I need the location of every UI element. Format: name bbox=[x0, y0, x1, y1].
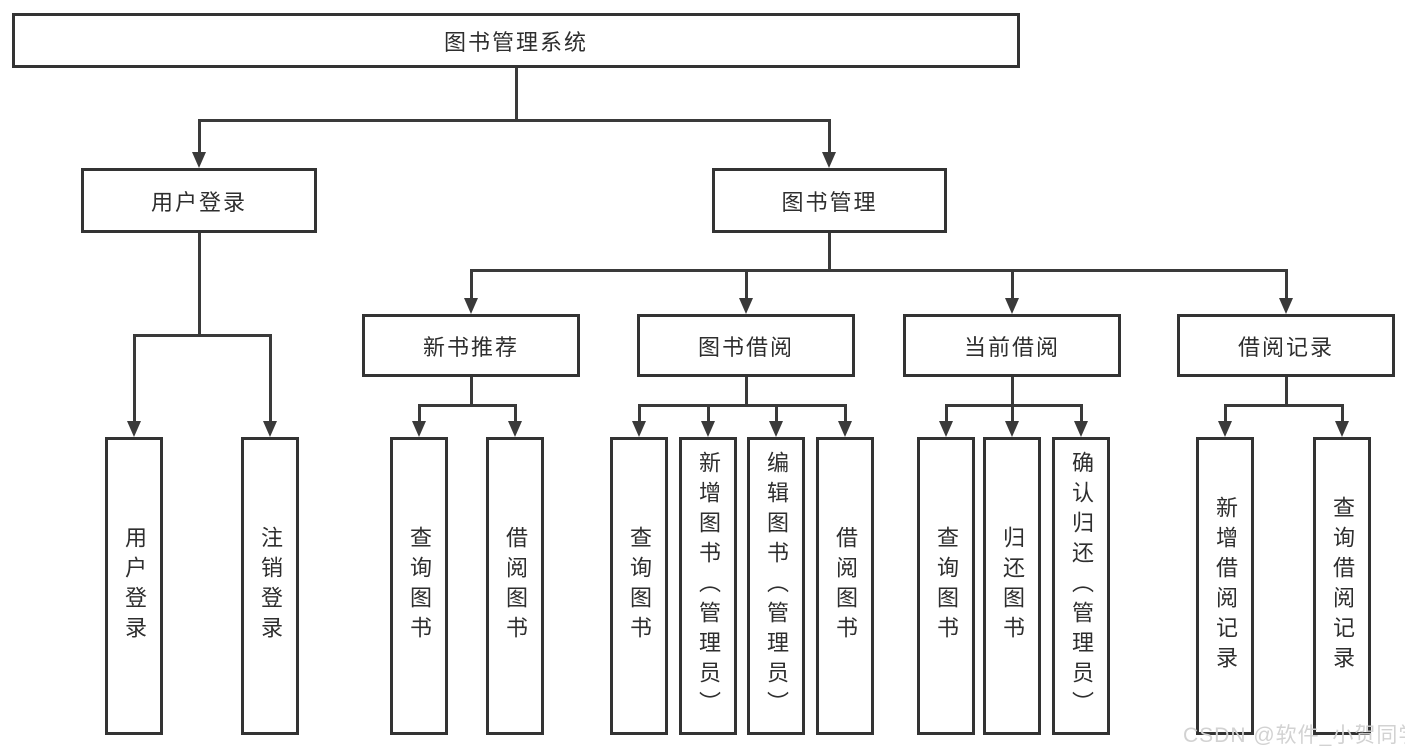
node-label: 编辑图书（管理员） bbox=[764, 451, 789, 721]
arrowhead-down-icon bbox=[192, 152, 206, 168]
node-label: 查询借阅记录 bbox=[1330, 496, 1355, 676]
arrowhead-down-icon bbox=[1005, 298, 1019, 314]
arrowhead-down-icon bbox=[1218, 421, 1232, 437]
connector-line bbox=[418, 404, 421, 424]
arrowhead-down-icon bbox=[838, 421, 852, 437]
connector-line bbox=[198, 119, 201, 155]
node-user-login: 用户登录 bbox=[81, 168, 317, 233]
connector-line bbox=[1285, 269, 1288, 300]
node-current-borrow: 当前借阅 bbox=[903, 314, 1121, 377]
connector-line bbox=[828, 119, 831, 155]
node-new-book-recommend: 新书推荐 bbox=[362, 314, 580, 377]
connector-line bbox=[1224, 404, 1227, 424]
connector-line bbox=[1341, 404, 1344, 424]
connector-line bbox=[515, 68, 518, 122]
arrowhead-down-icon bbox=[822, 152, 836, 168]
node-label: 确认归还（管理员） bbox=[1069, 451, 1094, 721]
connector-line bbox=[1011, 404, 1014, 424]
connector-line bbox=[269, 334, 272, 423]
leaf-return-books: 归还图书 bbox=[983, 437, 1041, 735]
node-library-management-system: 图书管理系统 bbox=[12, 13, 1020, 68]
arrowhead-down-icon bbox=[1074, 421, 1088, 437]
leaf-query-books: 查询图书 bbox=[610, 437, 668, 735]
leaf-add-borrow-record: 新增借阅记录 bbox=[1196, 437, 1254, 735]
connector-line bbox=[638, 404, 641, 424]
arrowhead-down-icon bbox=[508, 421, 522, 437]
arrowhead-down-icon bbox=[939, 421, 953, 437]
watermark: CSDN @软件_小贺同学 bbox=[1183, 724, 1405, 747]
node-borrow-records: 借阅记录 bbox=[1177, 314, 1395, 377]
node-label: 当前借阅 bbox=[963, 334, 1060, 360]
connector-line bbox=[133, 334, 136, 423]
connector-line bbox=[514, 404, 517, 424]
connector-line bbox=[1285, 377, 1288, 407]
node-label: 查询图书 bbox=[627, 526, 652, 646]
arrowhead-down-icon bbox=[769, 421, 783, 437]
node-label: 查询图书 bbox=[407, 526, 432, 646]
node-label: 借阅图书 bbox=[503, 526, 528, 646]
arrowhead-down-icon bbox=[263, 421, 277, 437]
node-label: 新增图书（管理员） bbox=[696, 451, 721, 721]
leaf-query-books: 查询图书 bbox=[390, 437, 448, 735]
connector-line bbox=[1080, 404, 1083, 424]
node-label: 归还图书 bbox=[1000, 526, 1025, 646]
connector-line bbox=[198, 119, 831, 122]
arrowhead-down-icon bbox=[739, 298, 753, 314]
connector-line bbox=[1224, 404, 1343, 407]
node-book-borrow: 图书借阅 bbox=[637, 314, 855, 377]
node-label: 查询图书 bbox=[934, 526, 959, 646]
node-label: 借阅记录 bbox=[1237, 334, 1334, 360]
leaf-confirm-return-admin: 确认归还（管理员） bbox=[1052, 437, 1110, 735]
connector-line bbox=[638, 404, 847, 407]
arrowhead-down-icon bbox=[1335, 421, 1349, 437]
leaf-borrow-books: 借阅图书 bbox=[816, 437, 874, 735]
leaf-logout: 注销登录 bbox=[241, 437, 299, 735]
connector-line bbox=[133, 334, 272, 337]
arrowhead-down-icon bbox=[412, 421, 426, 437]
leaf-edit-books-admin: 编辑图书（管理员） bbox=[747, 437, 805, 735]
connector-line bbox=[198, 233, 201, 337]
arrowhead-down-icon bbox=[1279, 298, 1293, 314]
connector-line bbox=[844, 404, 847, 424]
arrowhead-down-icon bbox=[464, 298, 478, 314]
connector-line bbox=[1011, 269, 1014, 300]
connector-line bbox=[470, 377, 473, 407]
arrowhead-down-icon bbox=[701, 421, 715, 437]
node-label: 图书管理 bbox=[781, 189, 878, 215]
node-label: 用户登录 bbox=[122, 526, 147, 646]
arrowhead-down-icon bbox=[1005, 421, 1019, 437]
connector-line bbox=[745, 377, 748, 407]
node-label: 注销登录 bbox=[258, 526, 283, 646]
leaf-query-borrow-record: 查询借阅记录 bbox=[1313, 437, 1371, 735]
node-label: 借阅图书 bbox=[833, 526, 858, 646]
connector-line bbox=[470, 269, 473, 300]
leaf-user-login: 用户登录 bbox=[105, 437, 163, 735]
connector-line bbox=[775, 404, 778, 424]
node-book-management: 图书管理 bbox=[712, 168, 947, 233]
connector-line bbox=[745, 269, 748, 300]
arrowhead-down-icon bbox=[632, 421, 646, 437]
node-label: 图书管理系统 bbox=[443, 29, 588, 55]
leaf-add-books-admin: 新增图书（管理员） bbox=[679, 437, 737, 735]
leaf-query-books: 查询图书 bbox=[917, 437, 975, 735]
connector-line bbox=[418, 404, 517, 407]
node-label: 用户登录 bbox=[150, 189, 247, 215]
leaf-borrow-books: 借阅图书 bbox=[486, 437, 544, 735]
connector-line bbox=[828, 233, 831, 272]
node-label: 图书借阅 bbox=[697, 334, 794, 360]
connector-line bbox=[1011, 377, 1014, 407]
connector-line bbox=[945, 404, 948, 424]
connector-line bbox=[470, 269, 1288, 272]
node-label: 新增借阅记录 bbox=[1213, 496, 1238, 676]
arrowhead-down-icon bbox=[127, 421, 141, 437]
connector-line bbox=[707, 404, 710, 424]
node-label: 新书推荐 bbox=[422, 334, 519, 360]
